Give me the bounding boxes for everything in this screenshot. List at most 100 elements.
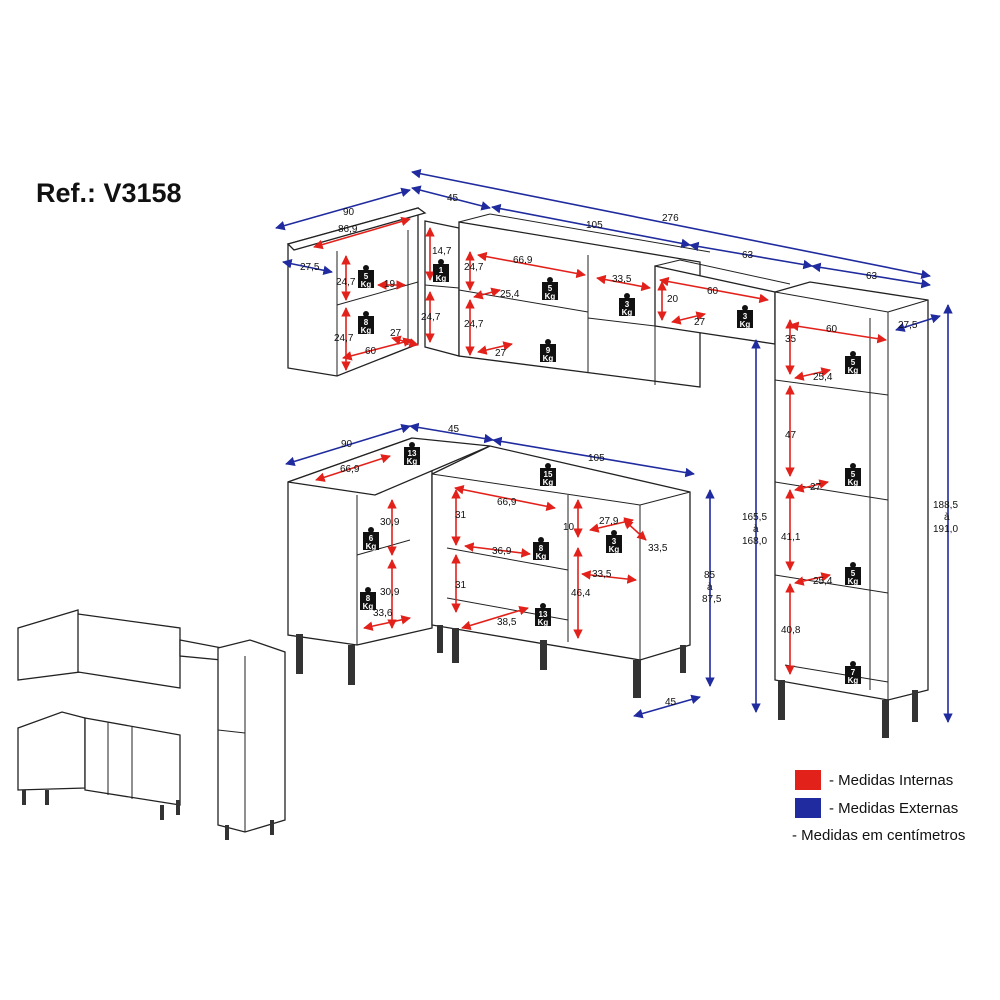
svg-text:Kg: Kg bbox=[740, 320, 751, 329]
svg-text:40,8: 40,8 bbox=[781, 625, 801, 636]
svg-text:5: 5 bbox=[851, 470, 856, 479]
svg-text:31: 31 bbox=[455, 580, 467, 591]
svg-text:24,7: 24,7 bbox=[464, 319, 484, 330]
svg-text:Kg: Kg bbox=[848, 366, 859, 375]
svg-text:9: 9 bbox=[546, 346, 551, 355]
svg-text:27: 27 bbox=[390, 328, 402, 339]
svg-text:19: 19 bbox=[384, 279, 396, 290]
svg-text:30,9: 30,9 bbox=[380, 517, 400, 528]
svg-text:191,0: 191,0 bbox=[933, 524, 958, 535]
weight-icon: 3Kg bbox=[606, 530, 622, 554]
legend-internal-label: - Medidas Internas bbox=[829, 771, 954, 789]
svg-text:63: 63 bbox=[866, 271, 878, 282]
legend-blue-swatch bbox=[795, 798, 821, 818]
svg-text:24,7: 24,7 bbox=[336, 277, 356, 288]
svg-text:Kg: Kg bbox=[407, 457, 418, 466]
svg-text:87,5: 87,5 bbox=[702, 594, 722, 605]
tall-cabinet bbox=[774, 281, 929, 738]
svg-text:8: 8 bbox=[364, 318, 369, 327]
svg-text:27: 27 bbox=[495, 348, 507, 359]
svg-text:60: 60 bbox=[707, 286, 719, 297]
weight-icon: 5Kg bbox=[845, 351, 861, 375]
svg-text:41,1: 41,1 bbox=[781, 532, 801, 543]
reference-code: Ref.: V3158 bbox=[36, 178, 182, 208]
svg-text:Kg: Kg bbox=[545, 292, 556, 301]
svg-text:24,7: 24,7 bbox=[464, 262, 484, 273]
weight-icon: 7Kg bbox=[845, 661, 861, 685]
svg-text:1: 1 bbox=[439, 266, 444, 275]
weight-icon: 3Kg bbox=[737, 305, 753, 329]
svg-text:45: 45 bbox=[447, 193, 459, 204]
svg-text:3: 3 bbox=[743, 312, 748, 321]
svg-text:66,9: 66,9 bbox=[340, 464, 360, 475]
svg-text:31: 31 bbox=[455, 510, 467, 521]
legend-external-label: - Medidas Externas bbox=[829, 799, 959, 817]
svg-text:à: à bbox=[944, 512, 950, 523]
svg-text:168,0: 168,0 bbox=[742, 536, 767, 547]
svg-text:Kg: Kg bbox=[366, 542, 377, 551]
legend-internal: - Medidas Internas bbox=[795, 770, 953, 790]
svg-text:Kg: Kg bbox=[609, 545, 620, 554]
svg-text:Kg: Kg bbox=[361, 326, 372, 335]
svg-text:27: 27 bbox=[810, 482, 822, 493]
weight-icon: 8Kg bbox=[533, 537, 549, 561]
svg-text:Kg: Kg bbox=[543, 354, 554, 363]
svg-text:27,9: 27,9 bbox=[599, 516, 619, 527]
preview-thumbnail bbox=[17, 609, 286, 840]
svg-text:276: 276 bbox=[662, 213, 679, 224]
lower-cabinets bbox=[287, 437, 691, 698]
weight-icon: 8Kg bbox=[360, 587, 376, 611]
svg-text:5: 5 bbox=[548, 284, 553, 293]
svg-text:8: 8 bbox=[366, 594, 371, 603]
svg-text:36,9: 36,9 bbox=[492, 546, 512, 557]
internal-dimensions bbox=[313, 216, 887, 675]
svg-text:66,9: 66,9 bbox=[497, 497, 517, 508]
svg-text:38,5: 38,5 bbox=[497, 617, 517, 628]
svg-text:27,5: 27,5 bbox=[300, 262, 320, 273]
svg-text:Kg: Kg bbox=[848, 478, 859, 487]
svg-text:Kg: Kg bbox=[436, 274, 447, 283]
weight-icon: 5Kg bbox=[845, 463, 861, 487]
svg-text:33,5: 33,5 bbox=[612, 274, 632, 285]
svg-text:Kg: Kg bbox=[848, 676, 859, 685]
svg-text:10: 10 bbox=[563, 522, 575, 533]
svg-text:5: 5 bbox=[851, 358, 856, 367]
svg-text:5: 5 bbox=[364, 272, 369, 281]
svg-text:33,5: 33,5 bbox=[592, 569, 612, 580]
weight-icon: 9Kg bbox=[540, 339, 556, 363]
svg-text:à: à bbox=[753, 524, 759, 535]
svg-text:60: 60 bbox=[365, 346, 377, 357]
svg-text:Kg: Kg bbox=[848, 577, 859, 586]
svg-text:25,4: 25,4 bbox=[813, 372, 833, 383]
svg-text:35: 35 bbox=[785, 334, 797, 345]
svg-text:14,7: 14,7 bbox=[432, 246, 452, 257]
svg-text:6: 6 bbox=[369, 534, 374, 543]
svg-text:86,9: 86,9 bbox=[338, 224, 358, 235]
legend-external: - Medidas Externas bbox=[795, 798, 958, 818]
svg-text:46,4: 46,4 bbox=[571, 588, 591, 599]
svg-text:5: 5 bbox=[851, 569, 856, 578]
weight-icon: 5Kg bbox=[542, 277, 558, 301]
svg-text:7: 7 bbox=[851, 668, 856, 677]
svg-text:Kg: Kg bbox=[543, 478, 554, 487]
svg-text:188,5: 188,5 bbox=[933, 500, 958, 511]
weight-icon: 1Kg bbox=[433, 259, 449, 283]
svg-text:30,9: 30,9 bbox=[380, 587, 400, 598]
svg-text:3: 3 bbox=[612, 537, 617, 546]
svg-text:13: 13 bbox=[408, 449, 417, 458]
svg-text:105: 105 bbox=[588, 453, 605, 464]
svg-text:3: 3 bbox=[625, 300, 630, 309]
svg-text:63: 63 bbox=[742, 250, 754, 261]
upper-cabinets bbox=[286, 207, 791, 388]
svg-text:13: 13 bbox=[539, 610, 548, 619]
svg-text:20: 20 bbox=[667, 294, 679, 305]
svg-text:60: 60 bbox=[826, 324, 838, 335]
svg-text:24,7: 24,7 bbox=[334, 333, 354, 344]
svg-text:Kg: Kg bbox=[622, 308, 633, 317]
svg-text:Kg: Kg bbox=[361, 280, 372, 289]
legend-red-swatch bbox=[795, 770, 821, 790]
svg-text:85: 85 bbox=[704, 570, 716, 581]
